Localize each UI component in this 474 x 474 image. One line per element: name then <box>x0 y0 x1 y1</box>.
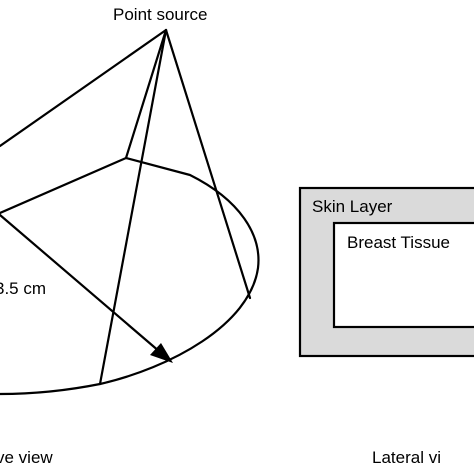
cone-base-outline <box>0 156 260 396</box>
breast-tissue-box <box>332 221 474 329</box>
breast-tissue-label: Breast Tissue <box>347 233 450 252</box>
cone-edge-front <box>98 28 168 386</box>
cone-edge-back <box>124 28 168 160</box>
perspective-cone <box>0 28 260 396</box>
perspective-view-caption: ve view <box>0 448 53 467</box>
skin-layer-label: Skin Layer <box>312 197 393 216</box>
cone-edge-right <box>164 28 252 300</box>
cone-edge-left <box>0 28 168 148</box>
radius-arrowhead <box>150 343 173 363</box>
lateral-view: Skin Layer Breast Tissue <box>298 186 474 358</box>
point-source-label: Point source <box>113 5 208 24</box>
lateral-view-caption: Lateral vi <box>372 448 441 467</box>
radius-arrow-line <box>0 213 162 354</box>
radius-label: 3.5 cm <box>0 279 46 298</box>
